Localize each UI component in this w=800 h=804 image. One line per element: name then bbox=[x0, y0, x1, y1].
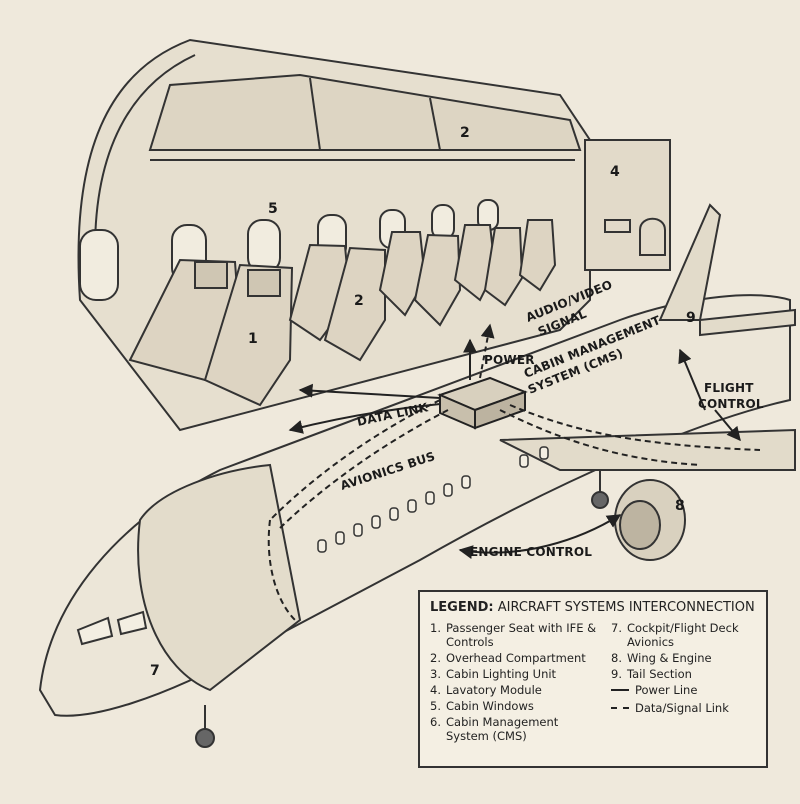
callout-numbers: 1 2 2 4 5 7 8 9 bbox=[150, 125, 696, 679]
legend-title: LEGEND: AIRCRAFT SYSTEMS INTERCONNECTION bbox=[430, 600, 756, 615]
legend-left-column: 1. Passenger Seat with IFE & Controls 2. Ov… bbox=[430, 621, 601, 745]
legend-item-text: Cabin Lighting Unit bbox=[446, 667, 557, 681]
data-link-icon bbox=[611, 707, 629, 709]
connection-lines bbox=[267, 323, 761, 621]
legend-item: 1. Passenger Seat with IFE & Controls bbox=[430, 621, 601, 649]
legend-item: 9. Tail Section bbox=[611, 667, 756, 681]
callout-overhead-top: 2 bbox=[460, 125, 470, 141]
legend-item-text: Passenger Seat with IFE & Controls bbox=[446, 621, 597, 649]
legend-item: 3. Cabin Lighting Unit bbox=[430, 667, 601, 681]
fuselage-windows bbox=[317, 446, 549, 553]
label-power: POWER bbox=[484, 353, 535, 367]
legend-title-rest: AIRCRAFT SYSTEMS INTERCONNECTION bbox=[497, 600, 755, 615]
legend-item-text: Cockpit/Flight Deck Avionics bbox=[627, 621, 739, 649]
legend-item-number: 6. bbox=[430, 715, 441, 729]
legend-power-line: Power Line bbox=[611, 683, 756, 697]
legend-data-link: Data/Signal Link bbox=[611, 701, 756, 715]
legend-item-number: 9. bbox=[611, 667, 622, 681]
legend-item-number: 2. bbox=[430, 651, 441, 665]
power-line-icon bbox=[611, 689, 629, 691]
legend-power-line-text: Power Line bbox=[635, 683, 698, 697]
legend-item-text: Wing & Engine bbox=[627, 651, 712, 665]
label-engine-control: ENGINE CONTROL bbox=[470, 545, 592, 559]
label-flight-control-1: FLIGHT bbox=[704, 381, 754, 395]
legend-item-text: Cabin Management System (CMS) bbox=[446, 715, 559, 743]
legend-data-link-text: Data/Signal Link bbox=[635, 701, 729, 715]
callout-overhead-seat: 2 bbox=[354, 293, 364, 309]
legend-right-column: 7. Cockpit/Flight Deck Avionics 8. Wing & E… bbox=[611, 621, 756, 745]
legend-item-text: Tail Section bbox=[627, 667, 692, 681]
callout-tail: 9 bbox=[686, 310, 696, 326]
legend-title-bold: LEGEND: bbox=[430, 600, 494, 615]
callout-engine: 8 bbox=[675, 498, 685, 514]
legend-box: LEGEND: AIRCRAFT SYSTEMS INTERCONNECTION… bbox=[418, 590, 768, 768]
legend-item-number: 4. bbox=[430, 683, 441, 697]
label-flight-control-2: CONTROL bbox=[698, 397, 764, 411]
legend-item-number: 1. bbox=[430, 621, 441, 635]
legend-item-number: 5. bbox=[430, 699, 441, 713]
callout-cockpit: 7 bbox=[150, 663, 160, 679]
legend-item: 7. Cockpit/Flight Deck Avionics bbox=[611, 621, 756, 649]
callout-seat: 1 bbox=[248, 331, 258, 347]
legend-item: 4. Lavatory Module bbox=[430, 683, 601, 697]
legend-item-text: Cabin Windows bbox=[446, 699, 534, 713]
legend-item-text: Lavatory Module bbox=[446, 683, 542, 697]
legend-item-text: Overhead Compartment bbox=[446, 651, 586, 665]
legend-item-number: 3. bbox=[430, 667, 441, 681]
legend-item: 2. Overhead Compartment bbox=[430, 651, 601, 665]
legend-item: 6. Cabin Management System (CMS) bbox=[430, 715, 601, 743]
callout-windows: 5 bbox=[268, 201, 278, 217]
passenger-seats bbox=[128, 219, 557, 407]
legend-item: 5. Cabin Windows bbox=[430, 699, 601, 713]
callout-lavatory: 4 bbox=[610, 164, 620, 180]
legend-item-number: 8. bbox=[611, 651, 622, 665]
legend-item: 8. Wing & Engine bbox=[611, 651, 756, 665]
legend-item-number: 7. bbox=[611, 621, 622, 635]
